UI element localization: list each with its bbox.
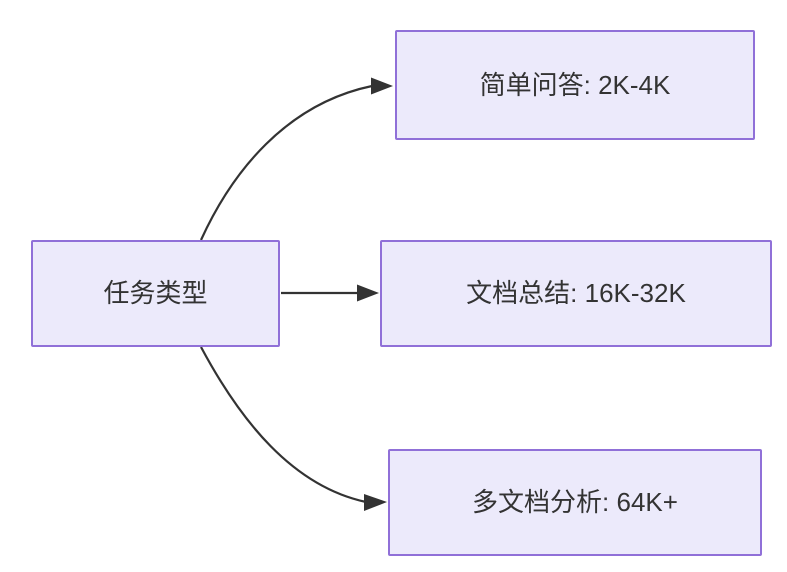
node-task-type[interactable]: 任务类型 — [31, 240, 280, 347]
node-simple-qa-label: 简单问答: 2K-4K — [479, 69, 671, 100]
arrowhead-multidoc-analysis-icon — [364, 494, 387, 511]
edge-task-type-to-multidoc-analysis — [200, 346, 367, 504]
edge-task-type-to-simple-qa — [199, 84, 373, 241]
node-doc-summary[interactable]: 文档总结: 16K-32K — [380, 240, 772, 347]
arrowhead-simple-qa-icon — [371, 77, 393, 95]
node-simple-qa[interactable]: 简单问答: 2K-4K — [395, 30, 755, 140]
node-doc-summary-label: 文档总结: 16K-32K — [466, 278, 686, 309]
node-multidoc-analysis-label: 多文档分析: 64K+ — [472, 487, 678, 518]
node-task-type-label: 任务类型 — [103, 278, 208, 309]
arrowhead-doc-summary-icon — [357, 284, 379, 302]
node-multidoc-analysis[interactable]: 多文档分析: 64K+ — [388, 449, 762, 556]
